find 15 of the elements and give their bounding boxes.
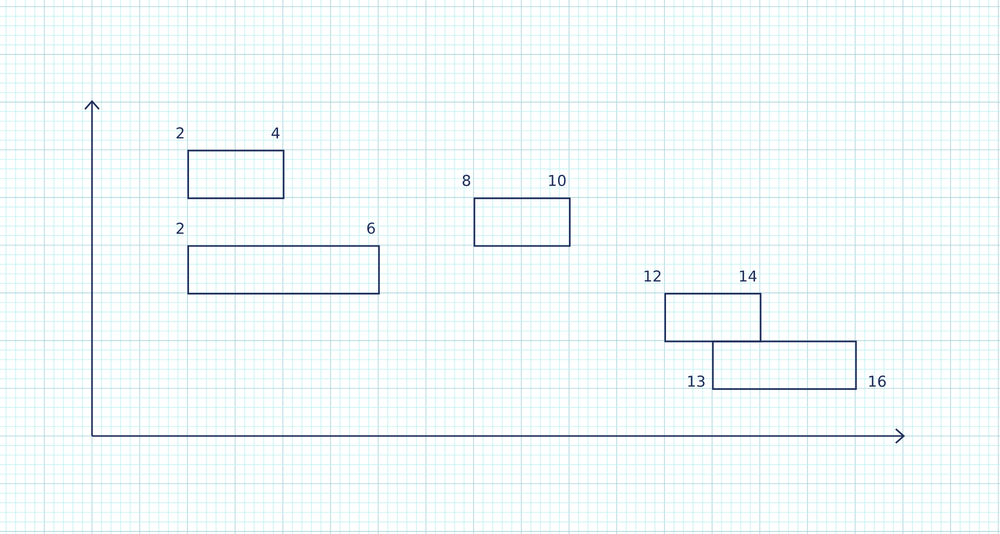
value-label: 8 bbox=[462, 174, 470, 186]
value-label: 4 bbox=[272, 127, 280, 138]
value-label: 14 bbox=[740, 270, 757, 282]
value-label: 10 bbox=[549, 174, 566, 186]
value-label: 12 bbox=[644, 270, 660, 282]
bar bbox=[712, 340, 857, 390]
value-label: 2 bbox=[176, 127, 184, 138]
value-label: 2 bbox=[176, 222, 184, 234]
bar bbox=[187, 150, 284, 200]
value-label: 16 bbox=[869, 376, 886, 387]
value-label: 6 bbox=[367, 222, 375, 234]
value-label: 13 bbox=[688, 376, 704, 387]
bar bbox=[187, 245, 380, 294]
bar bbox=[474, 197, 571, 247]
bar bbox=[664, 292, 762, 342]
